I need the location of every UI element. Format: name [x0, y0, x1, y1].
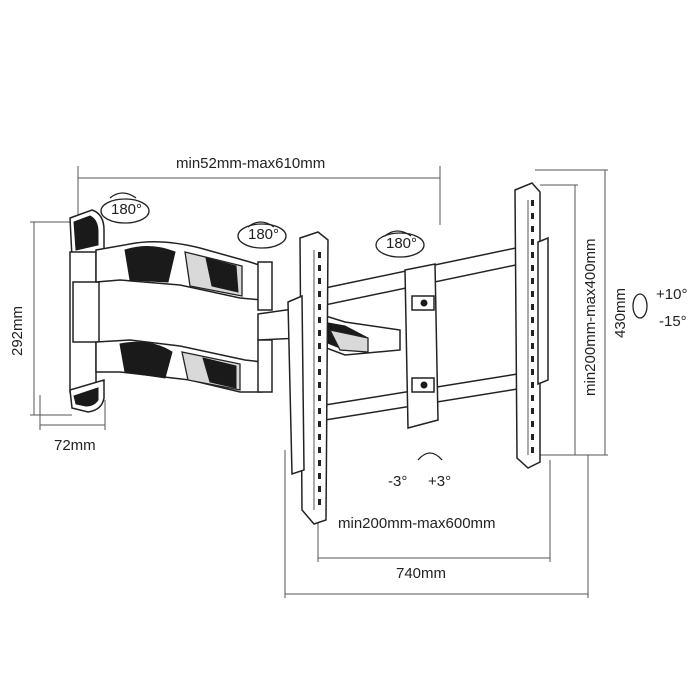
- mounting-hole: [531, 356, 534, 362]
- level-minus-label: -3°: [388, 473, 408, 490]
- mounting-hole: [531, 252, 534, 258]
- mounting-hole: [531, 330, 534, 336]
- mounting-hole: [531, 265, 534, 271]
- vesa-vertical-label: min200mm-max400mm: [582, 238, 599, 396]
- left-bracket-holes: [318, 252, 321, 505]
- tilt-up-label: +10°: [656, 286, 688, 303]
- mounting-hole: [531, 226, 534, 232]
- mounting-hole: [531, 278, 534, 284]
- mounting-hole: [318, 395, 321, 401]
- mounting-hole: [318, 343, 321, 349]
- upper-arm: [95, 241, 273, 311]
- mounting-hole: [531, 408, 534, 414]
- mounting-hole: [531, 421, 534, 427]
- total-width-label: 740mm: [396, 565, 447, 582]
- mounting-hole: [531, 343, 534, 349]
- tilt-down-label: -15°: [659, 313, 687, 330]
- mounting-hole: [318, 434, 321, 440]
- mounting-hole: [318, 265, 321, 271]
- mounting-hole: [318, 317, 321, 323]
- lower-arm: [95, 339, 273, 393]
- mounting-hole: [531, 369, 534, 375]
- mounting-hole: [318, 473, 321, 479]
- mounting-hole: [318, 356, 321, 362]
- mounting-hole: [318, 291, 321, 297]
- mounting-hole: [318, 278, 321, 284]
- mounting-hole: [318, 486, 321, 492]
- center-bracket: [404, 263, 439, 429]
- wall-plate-width-label: 72mm: [54, 437, 96, 454]
- mounting-hole: [531, 434, 534, 440]
- dimension-lines: [30, 166, 608, 598]
- wall-plate: [69, 209, 105, 413]
- mounting-hole: [318, 447, 321, 453]
- mounting-hole: [318, 382, 321, 388]
- mounting-hole: [318, 460, 321, 466]
- vesa-horizontal-label: min200mm-max600mm: [338, 515, 496, 532]
- wall-plate-height-label: 292mm: [9, 305, 26, 356]
- mounting-hole: [531, 200, 534, 206]
- mounting-hole: [318, 252, 321, 258]
- mounting-hole: [531, 213, 534, 219]
- mounting-hole: [531, 291, 534, 297]
- mounting-hole: [318, 369, 321, 375]
- level-plus-label: +3°: [428, 473, 452, 490]
- swivel-3-label: 180°: [386, 235, 418, 252]
- right-bracket-holes: [531, 200, 534, 453]
- mounting-hole: [318, 499, 321, 505]
- mounting-hole: [531, 395, 534, 401]
- swivel-2-label: 180°: [248, 226, 280, 243]
- mounting-hole: [531, 304, 534, 310]
- mounting-hole: [531, 317, 534, 323]
- mounting-hole: [318, 330, 321, 336]
- arm-depth-label: min52mm-max610mm: [176, 155, 326, 172]
- mounting-hole: [531, 382, 534, 388]
- swivel-1-label: 180°: [111, 201, 143, 218]
- mounting-hole: [531, 447, 534, 453]
- mounting-hole: [531, 239, 534, 245]
- mounting-hole: [318, 408, 321, 414]
- total-height-label: 430mm: [612, 287, 629, 338]
- mounting-hole: [318, 421, 321, 427]
- mounting-hole: [318, 304, 321, 310]
